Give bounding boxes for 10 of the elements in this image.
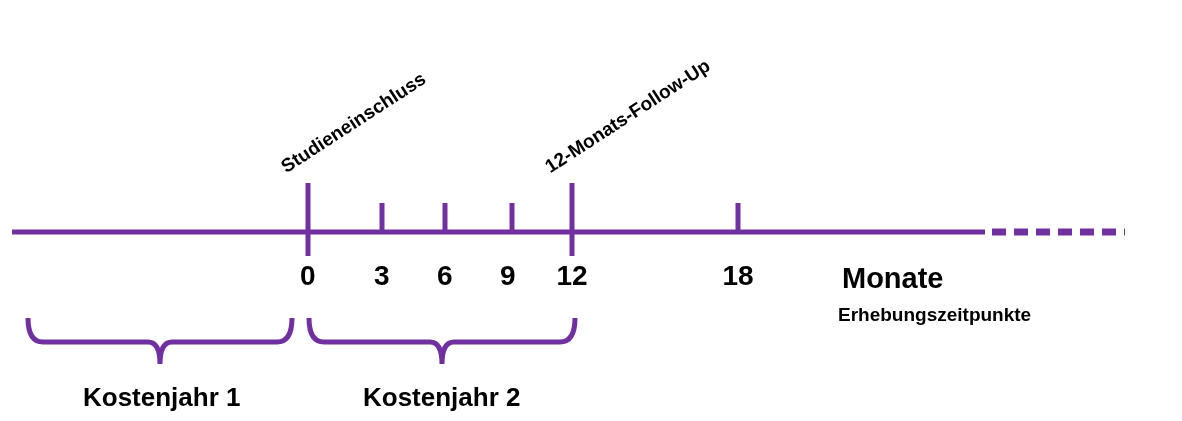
axis-caption: Erhebungszeitpunkte (838, 305, 1032, 324)
tick-label: 3 (374, 262, 390, 290)
tick-label: 9 (500, 262, 516, 290)
period-label: Kostenjahr 2 (363, 384, 521, 410)
tick-label: 0 (300, 262, 316, 290)
tick-label: 12 (556, 262, 588, 290)
tick-label: 18 (722, 262, 754, 290)
period-label: Kostenjahr 1 (83, 384, 241, 410)
tick-label: 6 (437, 262, 453, 290)
axis-unit-label: Monate (842, 264, 944, 293)
